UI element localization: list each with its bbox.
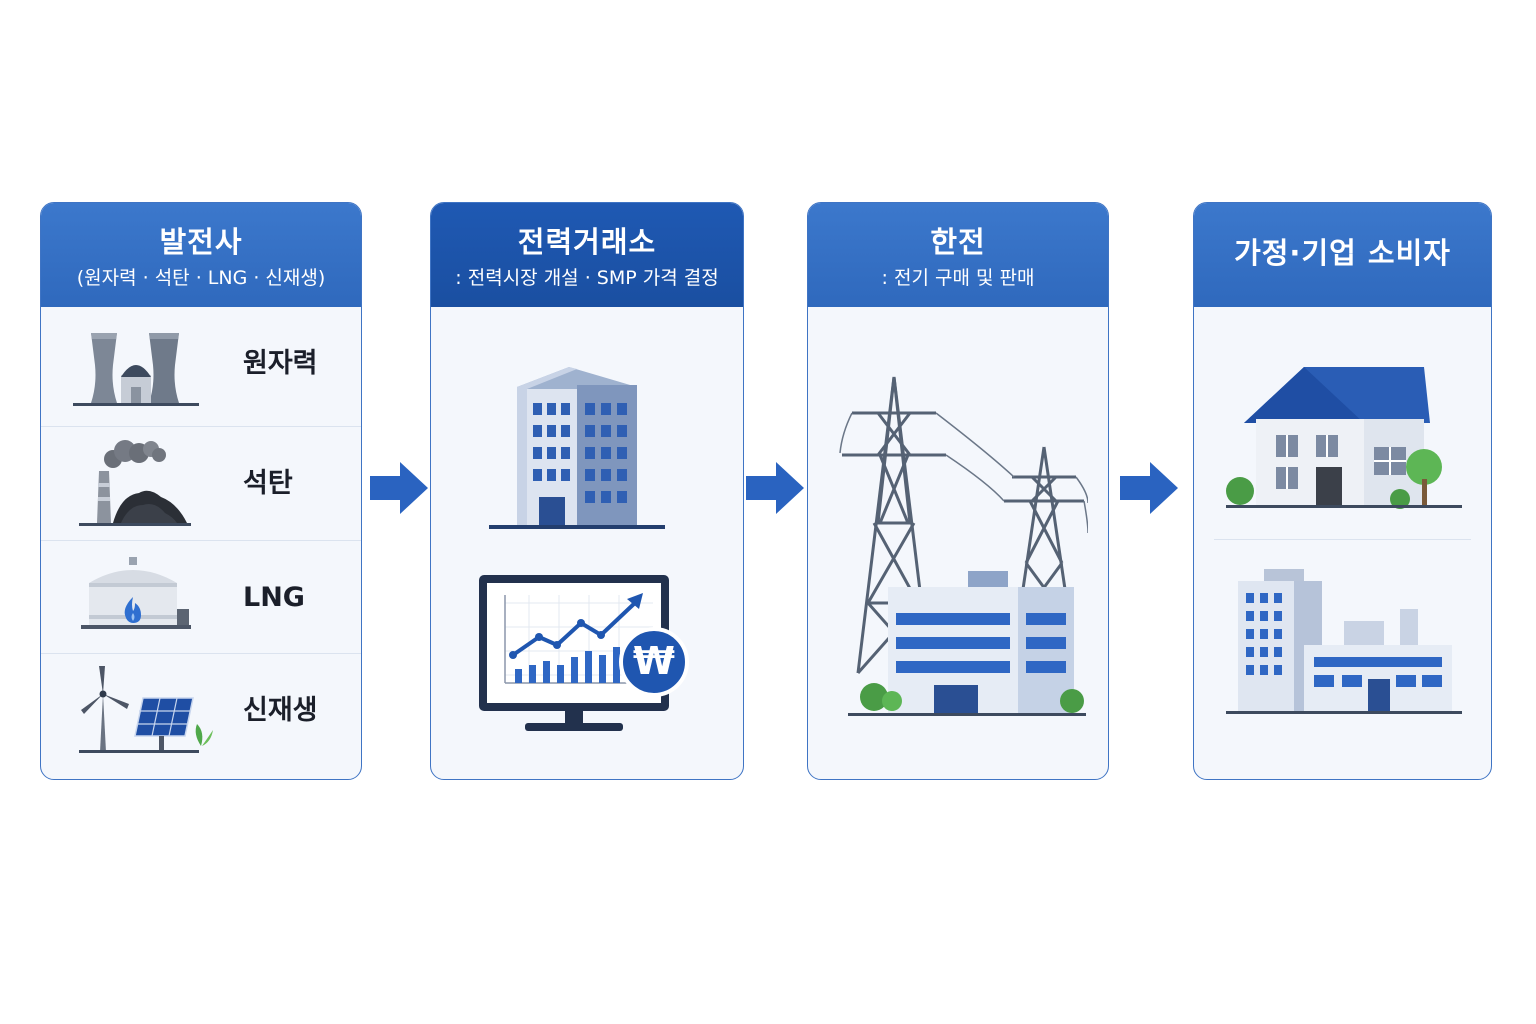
stage-header-power-exchange: 전력거래소 : 전력시장 개설 · SMP 가격 결정 [431,203,743,307]
source-label-lng: LNG [243,582,305,613]
source-row-coal: 석탄 [41,426,361,540]
source-label-nuclear: 원자력 [243,348,318,379]
source-label-coal: 석탄 [243,468,293,499]
coal-plant-icon [77,433,193,529]
stage-card-power-exchange: 전력거래소 : 전력시장 개설 · SMP 가격 결정 [430,202,744,780]
office-building-icon [487,363,667,533]
source-row-lng: LNG [41,540,361,654]
arrow-right-icon [370,462,430,514]
nuclear-plant-icon [71,325,201,409]
stage-title: 가정·기업 소비자 [1234,236,1451,270]
source-label-renewable: 신재생 [243,695,318,726]
stage-title: 발전사 [159,225,243,259]
lng-tank-icon [79,553,193,635]
currency-symbol: ₩ [633,639,675,683]
won-coin-icon: ₩ [619,627,689,697]
source-row-nuclear: 원자력 [41,307,361,420]
stage-card-generators: 발전사 (원자력 · 석탄 · LNG · 신재생) 원자력 [40,202,362,780]
kepco-building-icon [844,569,1088,719]
stage-title: 한전 [930,225,986,259]
stage-header-kepco: 한전 : 전기 구매 및 판매 [808,203,1108,307]
renewable-icon [77,664,213,756]
stage-title: 전력거래소 [517,225,657,259]
stage-subtitle: (원자력 · 석탄 · LNG · 신재생) [76,267,326,289]
arrow-right-icon [1120,462,1180,514]
stage-header-consumers: 가정·기업 소비자 [1194,203,1491,307]
factory-icon [1224,567,1464,717]
stage-card-consumers: 가정·기업 소비자 [1193,202,1492,780]
source-row-renewable: 신재생 [41,653,361,767]
stage-card-kepco: 한전 : 전기 구매 및 판매 [807,202,1109,780]
stage-header-generators: 발전사 (원자력 · 석탄 · LNG · 신재생) [41,203,361,307]
house-icon [1224,363,1464,513]
stage-subtitle: : 전기 구매 및 판매 [881,267,1035,289]
consumer-divider [1214,539,1471,540]
stage-subtitle: : 전력시장 개설 · SMP 가격 결정 [455,267,719,289]
arrow-right-icon [746,462,806,514]
